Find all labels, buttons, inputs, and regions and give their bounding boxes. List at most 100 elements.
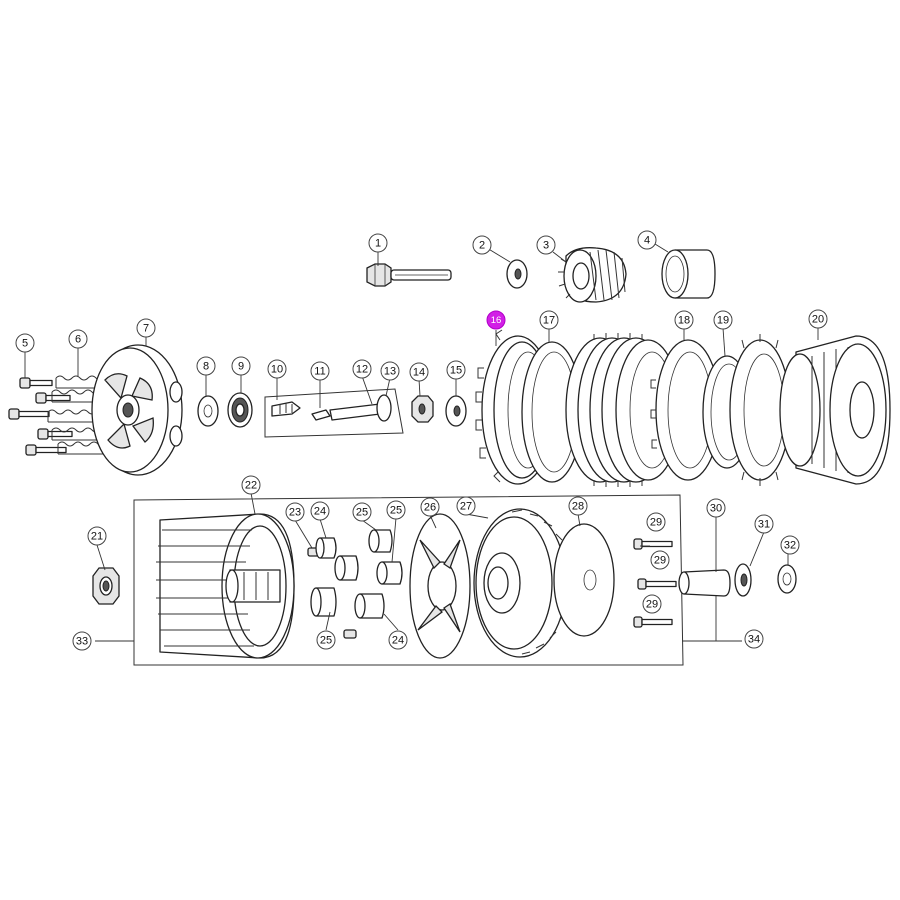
callout-label: 27	[460, 501, 472, 513]
callout-circle	[568, 496, 588, 516]
part-31-collar	[734, 563, 752, 597]
part-7-pressure-plate	[91, 344, 183, 476]
part-32-washer	[777, 564, 797, 594]
callout-label: 31	[758, 519, 770, 531]
leader-lines	[24, 243, 819, 642]
part-4-bushing	[661, 249, 716, 299]
callout-4: 4	[637, 230, 657, 250]
part-5-bolts	[8, 377, 73, 456]
part-14-nut	[411, 395, 434, 423]
callout-label: 14	[413, 367, 425, 379]
callout-23: 23	[285, 502, 305, 522]
callout-circle	[267, 359, 287, 379]
part-3-gear	[558, 247, 627, 303]
callout-label: 3	[543, 240, 549, 252]
callout-21: 21	[87, 526, 107, 546]
callout-circle	[196, 356, 216, 376]
callout-label: 34	[748, 634, 760, 646]
callout-label: 25	[390, 505, 402, 517]
callout-circle	[241, 475, 261, 495]
callout-circle	[674, 310, 694, 330]
callout-label: 29	[650, 517, 662, 529]
callout-label: 30	[710, 503, 722, 515]
callout-circle	[380, 361, 400, 381]
callout-circle	[780, 535, 800, 555]
callout-34: 34	[744, 629, 764, 649]
clutch-plate-stack	[565, 333, 681, 487]
callout-label: 12	[356, 364, 368, 376]
callout-7: 7	[136, 318, 156, 338]
callout-label: 10	[271, 364, 283, 376]
callout-label: 13	[384, 366, 396, 378]
part-1-bolt	[366, 263, 452, 287]
callout-3: 3	[536, 235, 556, 255]
part-26-damper-disc	[409, 513, 471, 659]
callout-6: 6	[68, 329, 88, 349]
callout-10: 10	[267, 359, 287, 379]
callout-label: 19	[717, 315, 729, 327]
callout-label: 29	[646, 599, 658, 611]
callout-29: 29	[650, 550, 670, 570]
callout-label: 9	[238, 361, 244, 373]
callout-11: 11	[310, 361, 330, 381]
callout-12: 12	[352, 359, 372, 379]
callout-label: 26	[424, 502, 436, 514]
callout-label: 23	[289, 507, 301, 519]
callout-circle	[446, 360, 466, 380]
callout-circle	[87, 526, 107, 546]
callout-circle	[754, 514, 774, 534]
callout-circle	[642, 594, 662, 614]
callout-24: 24	[310, 501, 330, 521]
callout-label: 29	[654, 555, 666, 567]
callout-circle	[310, 361, 330, 381]
callout-label: 24	[392, 635, 404, 647]
callout-5: 5	[15, 333, 35, 353]
part-22-clutch-basket	[156, 513, 295, 659]
part-9-bearing	[227, 392, 253, 428]
callout-label: 15	[450, 365, 462, 377]
part-27-primary-gear	[473, 508, 569, 658]
callout-label: 17	[543, 315, 555, 327]
callout-8: 8	[196, 356, 216, 376]
callout-19: 19	[713, 310, 733, 330]
part-2-washer	[506, 259, 528, 289]
callout-circle	[386, 500, 406, 520]
callout-label: 28	[572, 501, 584, 513]
callout-30: 30	[706, 498, 726, 518]
callout-circle	[539, 310, 559, 330]
parts-24-25-rollers	[310, 529, 403, 619]
callout-circle	[72, 631, 92, 651]
callout-24: 24	[388, 630, 408, 650]
callout-circle	[472, 235, 492, 255]
callout-2: 2	[472, 235, 492, 255]
callout-16: 16	[486, 310, 506, 330]
part-28-plate	[553, 523, 615, 637]
callout-27: 27	[456, 496, 476, 516]
callout-circle	[706, 498, 726, 518]
callout-circle	[231, 356, 251, 376]
callout-label: 21	[91, 531, 103, 543]
callout-15: 15	[446, 360, 466, 380]
callout-circle	[409, 362, 429, 382]
callout-label: 25	[356, 507, 368, 519]
callout-29: 29	[642, 594, 662, 614]
callout-circle	[388, 630, 408, 650]
callout-circle	[650, 550, 670, 570]
callout-label: 4	[644, 235, 650, 247]
callout-14: 14	[409, 362, 429, 382]
callout-circle	[68, 329, 88, 349]
callout-label: 1	[375, 238, 381, 250]
callout-25: 25	[386, 500, 406, 520]
callout-label: 2	[479, 240, 485, 252]
callout-label: 5	[22, 338, 28, 350]
callout-label: 16	[491, 315, 502, 326]
callout-circle	[420, 497, 440, 517]
callout-circle	[316, 630, 336, 650]
callout-32: 32	[780, 535, 800, 555]
callout-18: 18	[674, 310, 694, 330]
callout-label: 32	[784, 540, 796, 552]
callout-20: 20	[808, 309, 828, 329]
callout-circle	[285, 502, 305, 522]
